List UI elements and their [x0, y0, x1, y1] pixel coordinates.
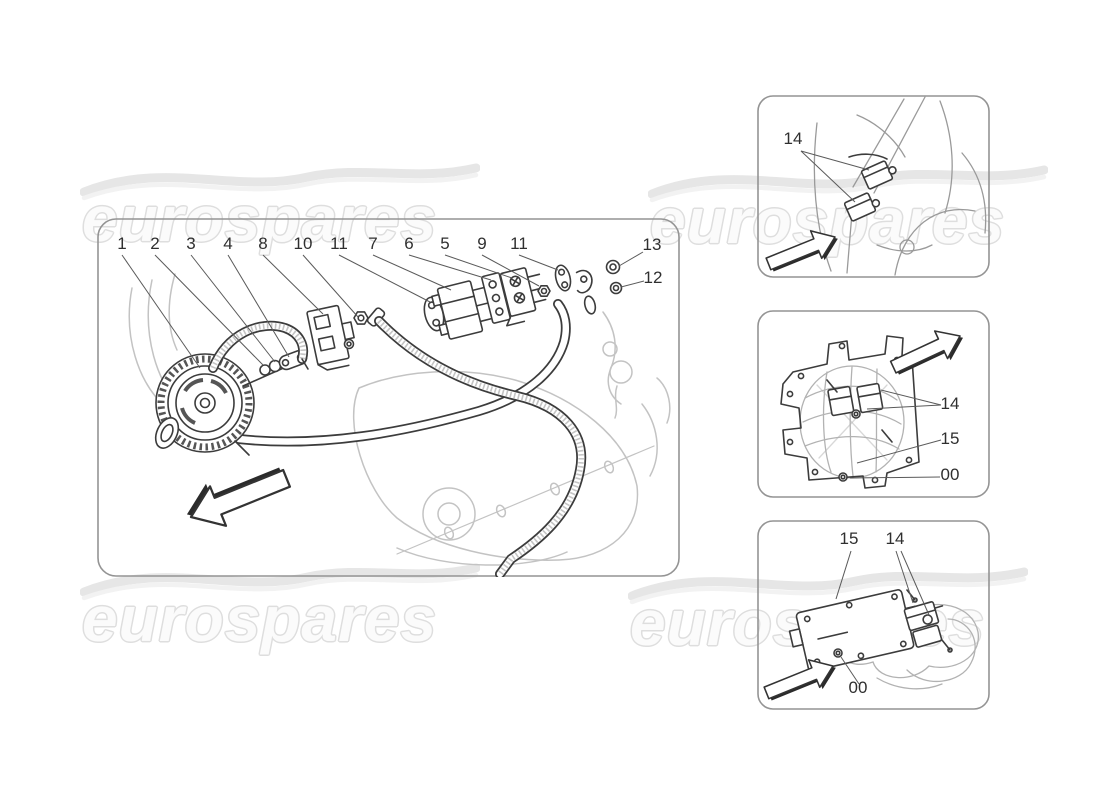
mounting-bracket — [780, 335, 920, 489]
part-callout-label: 12 — [644, 268, 663, 287]
relay-units — [843, 153, 897, 222]
part-callout-label: 00 — [941, 465, 960, 484]
part-callout-label: 4 — [223, 234, 232, 253]
part-callout-label: 10 — [294, 234, 313, 253]
nut-part-13 — [605, 259, 621, 275]
part-callout-label: 13 — [643, 235, 662, 254]
detail-panel-rear-compartment: 14 — [757, 95, 990, 278]
nut-part-12 — [609, 281, 623, 295]
callout-leader-lines — [849, 389, 942, 479]
detail-drawing-3: 15 14 00 — [757, 520, 990, 710]
part-callout-label: 7 — [368, 234, 377, 253]
detail-panel-frame — [757, 310, 990, 498]
fastener-nut — [838, 472, 848, 482]
swoosh-icon — [80, 163, 480, 201]
fastener-nut — [833, 648, 843, 658]
part-callout-label: 14 — [784, 129, 803, 148]
relay-assembly — [903, 589, 953, 653]
part-callout-label: 5 — [440, 234, 449, 253]
detail-panel-mounting-bracket: 14 15 00 — [757, 310, 990, 498]
detail-panel-bracket-harness: 15 14 00 — [757, 520, 990, 710]
relay-units — [826, 379, 893, 443]
part-callout-label: 3 — [186, 234, 195, 253]
part-callout-label: 15 — [941, 429, 960, 448]
part-callout-label: 1 — [117, 234, 126, 253]
car-body-structure — [813, 96, 987, 276]
part-callout-label: 14 — [941, 394, 960, 413]
wiring-loom-loops — [838, 603, 979, 690]
part-callout-label: 11 — [330, 234, 348, 253]
part-callout-label: 14 — [886, 529, 905, 548]
part-callout-label: 9 — [477, 234, 486, 253]
mounting-plate — [788, 589, 920, 672]
direction-arrow-icon — [886, 321, 970, 383]
part-callout-label: 8 — [258, 234, 267, 253]
direction-arrow-icon — [762, 222, 844, 278]
front-harness-cable — [234, 299, 571, 447]
detail-drawing-1: 14 — [757, 95, 990, 278]
callout-leader-lines — [835, 550, 930, 685]
connector-parts — [423, 259, 623, 340]
part-callout-labels: 1 2 3 4 8 10 11 7 6 5 9 11 13 12 — [117, 234, 662, 287]
washer-parts — [242, 349, 308, 387]
callout-leader-lines — [800, 150, 870, 203]
watermark-text: eurospares — [82, 583, 438, 655]
alternator-hose — [208, 320, 309, 373]
part-callout-label: 00 — [849, 678, 868, 697]
wiring-cage — [799, 365, 905, 479]
part-callout-label: 15 — [840, 529, 859, 548]
part-callout-label: 11 — [510, 234, 528, 253]
direction-arrow-icon — [178, 456, 296, 538]
main-panel-frame — [97, 218, 680, 577]
nut-part-10 — [343, 311, 369, 350]
alternator-drawing — [154, 353, 255, 456]
part-callout-label: 2 — [150, 234, 159, 253]
callout-leader-lines — [121, 251, 645, 369]
detail-drawing-2: 14 15 00 — [757, 310, 990, 498]
main-harness-cable — [366, 307, 587, 577]
relay-bracket-part — [306, 304, 355, 371]
main-diagram-drawing: 1 2 3 4 8 10 11 7 6 5 9 11 13 12 — [97, 218, 680, 577]
detail-panel-frame — [757, 95, 990, 278]
part-callout-label: 6 — [404, 234, 413, 253]
detail-panel-frame — [757, 520, 990, 710]
main-diagram-panel: 1 2 3 4 8 10 11 7 6 5 9 11 13 12 — [97, 218, 680, 577]
